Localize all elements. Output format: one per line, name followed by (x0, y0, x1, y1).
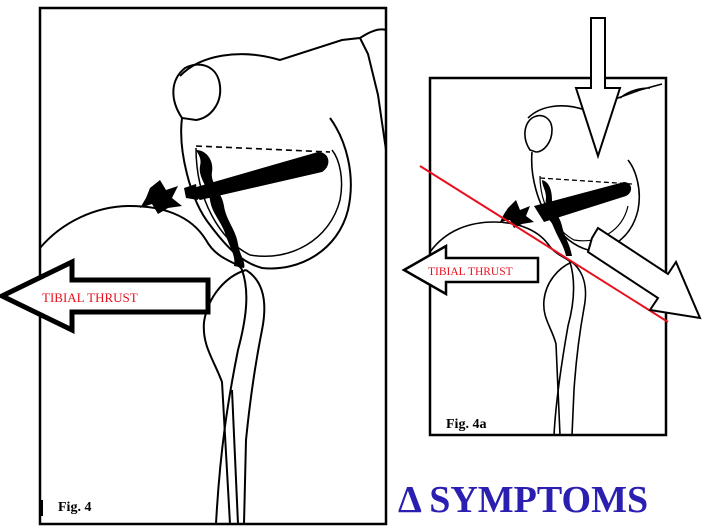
figure-4-caption: Fig. 4 (58, 500, 91, 515)
figure-4a-panel: TIBIAL THRUST Fig. 4a (404, 18, 700, 435)
tibial-thrust-label-right: TIBIAL THRUST (428, 266, 513, 278)
delta-symptoms-headline: Δ SYMPTOMS (398, 478, 648, 522)
figure-4-frame (40, 8, 386, 524)
figure-4a-caption: Fig. 4a (446, 417, 486, 432)
figure-4-panel: TIBIAL THRUST Fig. 4 (2, 8, 386, 524)
tibial-thrust-label-left: TIBIAL THRUST (42, 290, 138, 305)
